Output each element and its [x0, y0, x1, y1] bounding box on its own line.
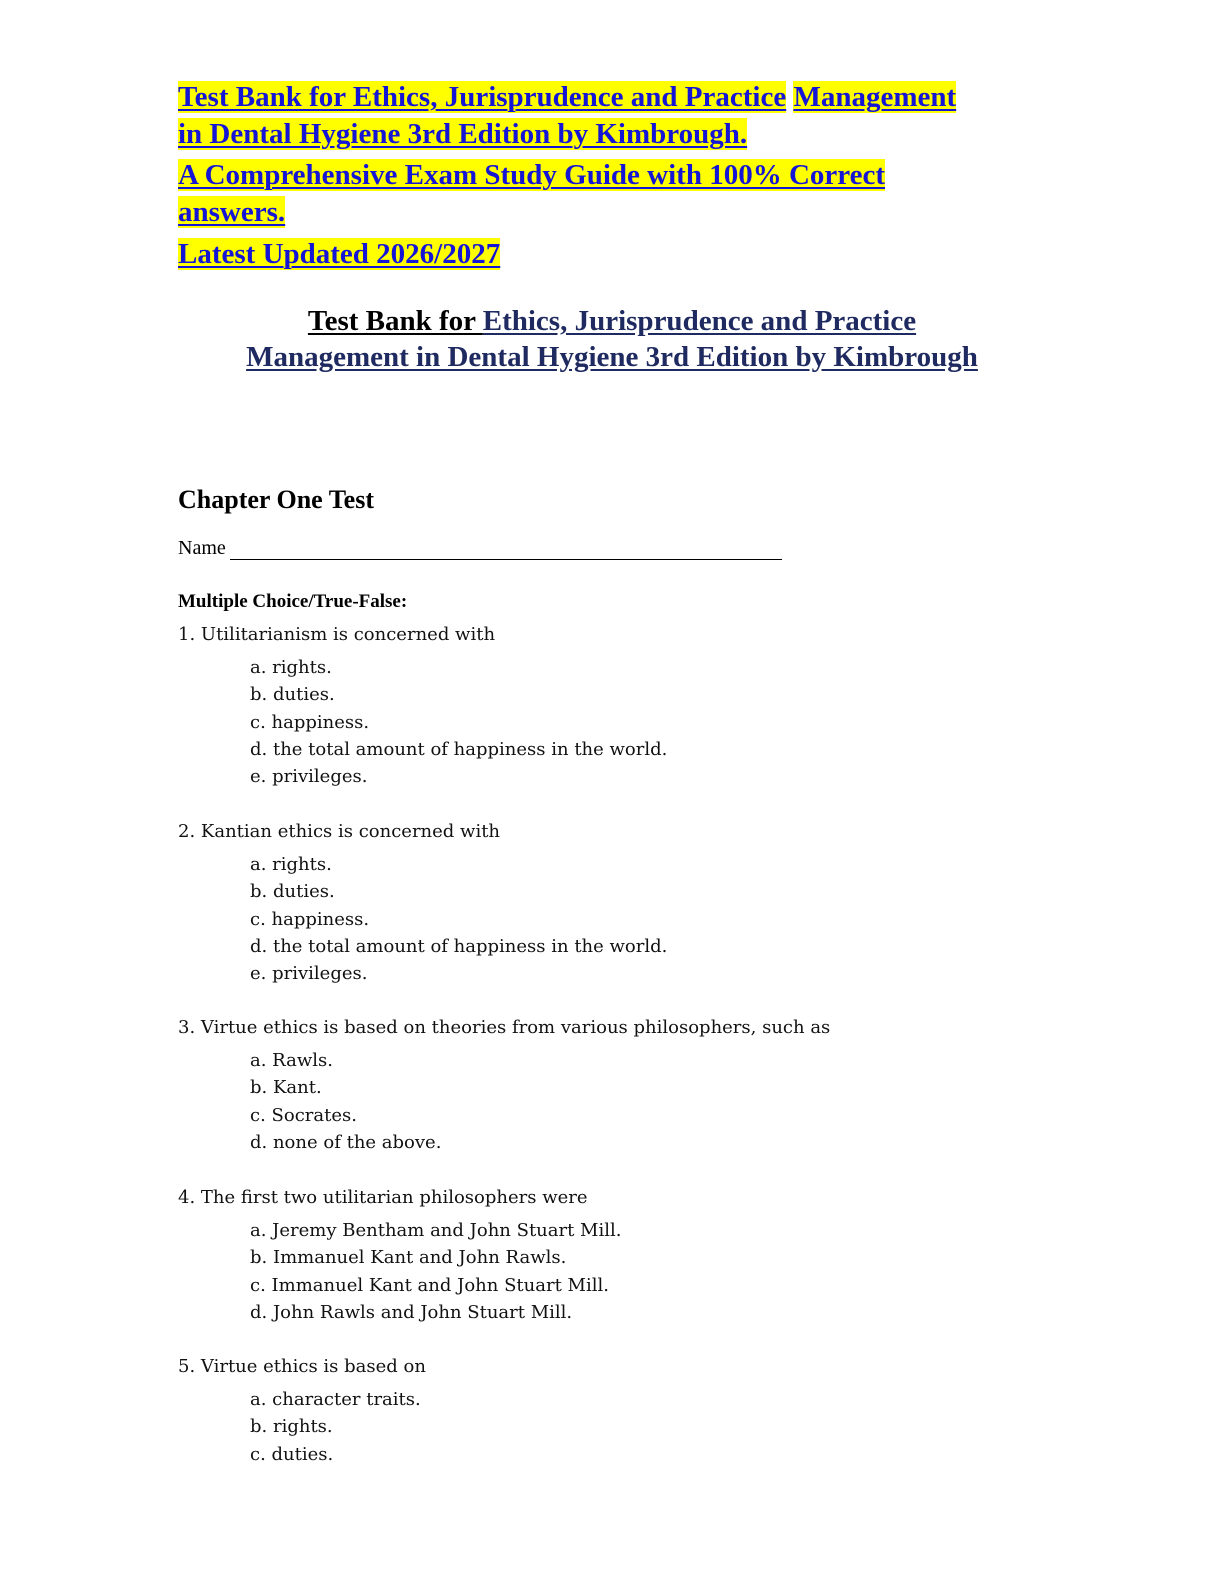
subtitle-line-1: Test Bank for Ethics, Jurisprudence and … — [0, 303, 1224, 339]
header-line-5: Latest Updated 2026/2027 — [178, 236, 501, 272]
answer-option: d. the total amount of happiness in the … — [250, 738, 668, 760]
question-text: 1. Utilitarianism is concerned with — [178, 624, 496, 645]
header-line-1: Test Bank for Ethics, Jurisprudence and … — [178, 79, 957, 115]
subtitle-line-2: Management in Dental Hygiene 3rd Edition… — [0, 339, 1224, 375]
subtitle-title-part-1: Ethics, Jurisprudence and Practice — [482, 305, 917, 337]
question-text: 3. Virtue ethics is based on theories fr… — [178, 1017, 831, 1038]
answer-options: a. character traits. b. rights. c. dutie… — [178, 1386, 426, 1468]
answer-options: a. Jeremy Bentham and John Stuart Mill. … — [178, 1217, 621, 1326]
header-line-3: A Comprehensive Exam Study Guide with 10… — [178, 157, 886, 193]
answer-option: a. rights. — [250, 657, 332, 678]
question-4: 4. The first two utilitarian philosopher… — [178, 1187, 621, 1326]
answer-option: c. Socrates. — [250, 1104, 357, 1126]
answer-option: a. rights. — [250, 854, 332, 875]
answer-options: a. rights. b. duties. c. happiness. d. t… — [178, 851, 667, 987]
section-label: Multiple Choice/True-False: — [178, 591, 408, 612]
answer-option: d. none of the above. — [250, 1131, 442, 1153]
answer-option: b. Kant. — [250, 1077, 322, 1099]
header-title-part-1: Test Bank for Ethics, Jurisprudence and … — [178, 81, 787, 113]
question-3: 3. Virtue ethics is based on theories fr… — [178, 1017, 830, 1156]
header-guide-line: A Comprehensive Exam Study Guide with 10… — [178, 159, 886, 191]
answer-options: a. Rawls. b. Kant. c. Socrates. d. none … — [178, 1047, 830, 1156]
answer-options: a. rights. b. duties. c. happiness. d. t… — [178, 654, 667, 790]
header-title-part-2: Management — [793, 81, 957, 113]
chapter-title: Chapter One Test — [178, 485, 374, 514]
question-text: 4. The first two utilitarian philosopher… — [178, 1187, 588, 1208]
header-title-part-3: in Dental Hygiene 3rd Edition by Kimbrou… — [178, 118, 748, 150]
answer-option: b. rights. — [250, 1416, 333, 1438]
answer-option: a. character traits. — [250, 1389, 421, 1410]
question-1: 1. Utilitarianism is concerned with a. r… — [178, 624, 667, 790]
name-label: Name — [178, 537, 226, 559]
answer-option: d. the total amount of happiness in the … — [250, 935, 668, 957]
answer-option: c. happiness. — [250, 711, 370, 733]
question-5: 5. Virtue ethics is based on a. characte… — [178, 1356, 426, 1468]
name-blank-line[interactable] — [229, 537, 782, 560]
answer-option: b. duties. — [250, 684, 335, 706]
question-text: 5. Virtue ethics is based on — [178, 1356, 426, 1377]
answer-option: c. Immanuel Kant and John Stuart Mill. — [250, 1274, 609, 1296]
header-line-4: answers. — [178, 194, 286, 230]
question-2: 2. Kantian ethics is concerned with a. r… — [178, 821, 667, 987]
header-guide-answers: answers. — [178, 196, 286, 228]
answer-option: c. duties. — [250, 1443, 334, 1465]
answer-option: d. John Rawls and John Stuart Mill. — [250, 1301, 573, 1323]
answer-option: e. privileges. — [250, 766, 368, 788]
answer-option: a. Jeremy Bentham and John Stuart Mill. — [250, 1220, 622, 1241]
header-updated: Latest Updated 2026/2027 — [178, 238, 501, 270]
subtitle-prefix: Test Bank for — [307, 305, 483, 337]
header-line-2: in Dental Hygiene 3rd Edition by Kimbrou… — [178, 116, 748, 152]
answer-option: a. Rawls. — [250, 1050, 333, 1071]
subtitle-title-part-2: Management in Dental Hygiene 3rd Edition… — [246, 341, 978, 373]
question-text: 2. Kantian ethics is concerned with — [178, 821, 501, 842]
answer-option: b. Immanuel Kant and John Rawls. — [250, 1247, 567, 1269]
answer-option: c. happiness. — [250, 908, 370, 930]
answer-option: b. duties. — [250, 881, 335, 903]
name-field-row: Name — [178, 537, 782, 560]
answer-option: e. privileges. — [250, 963, 368, 985]
